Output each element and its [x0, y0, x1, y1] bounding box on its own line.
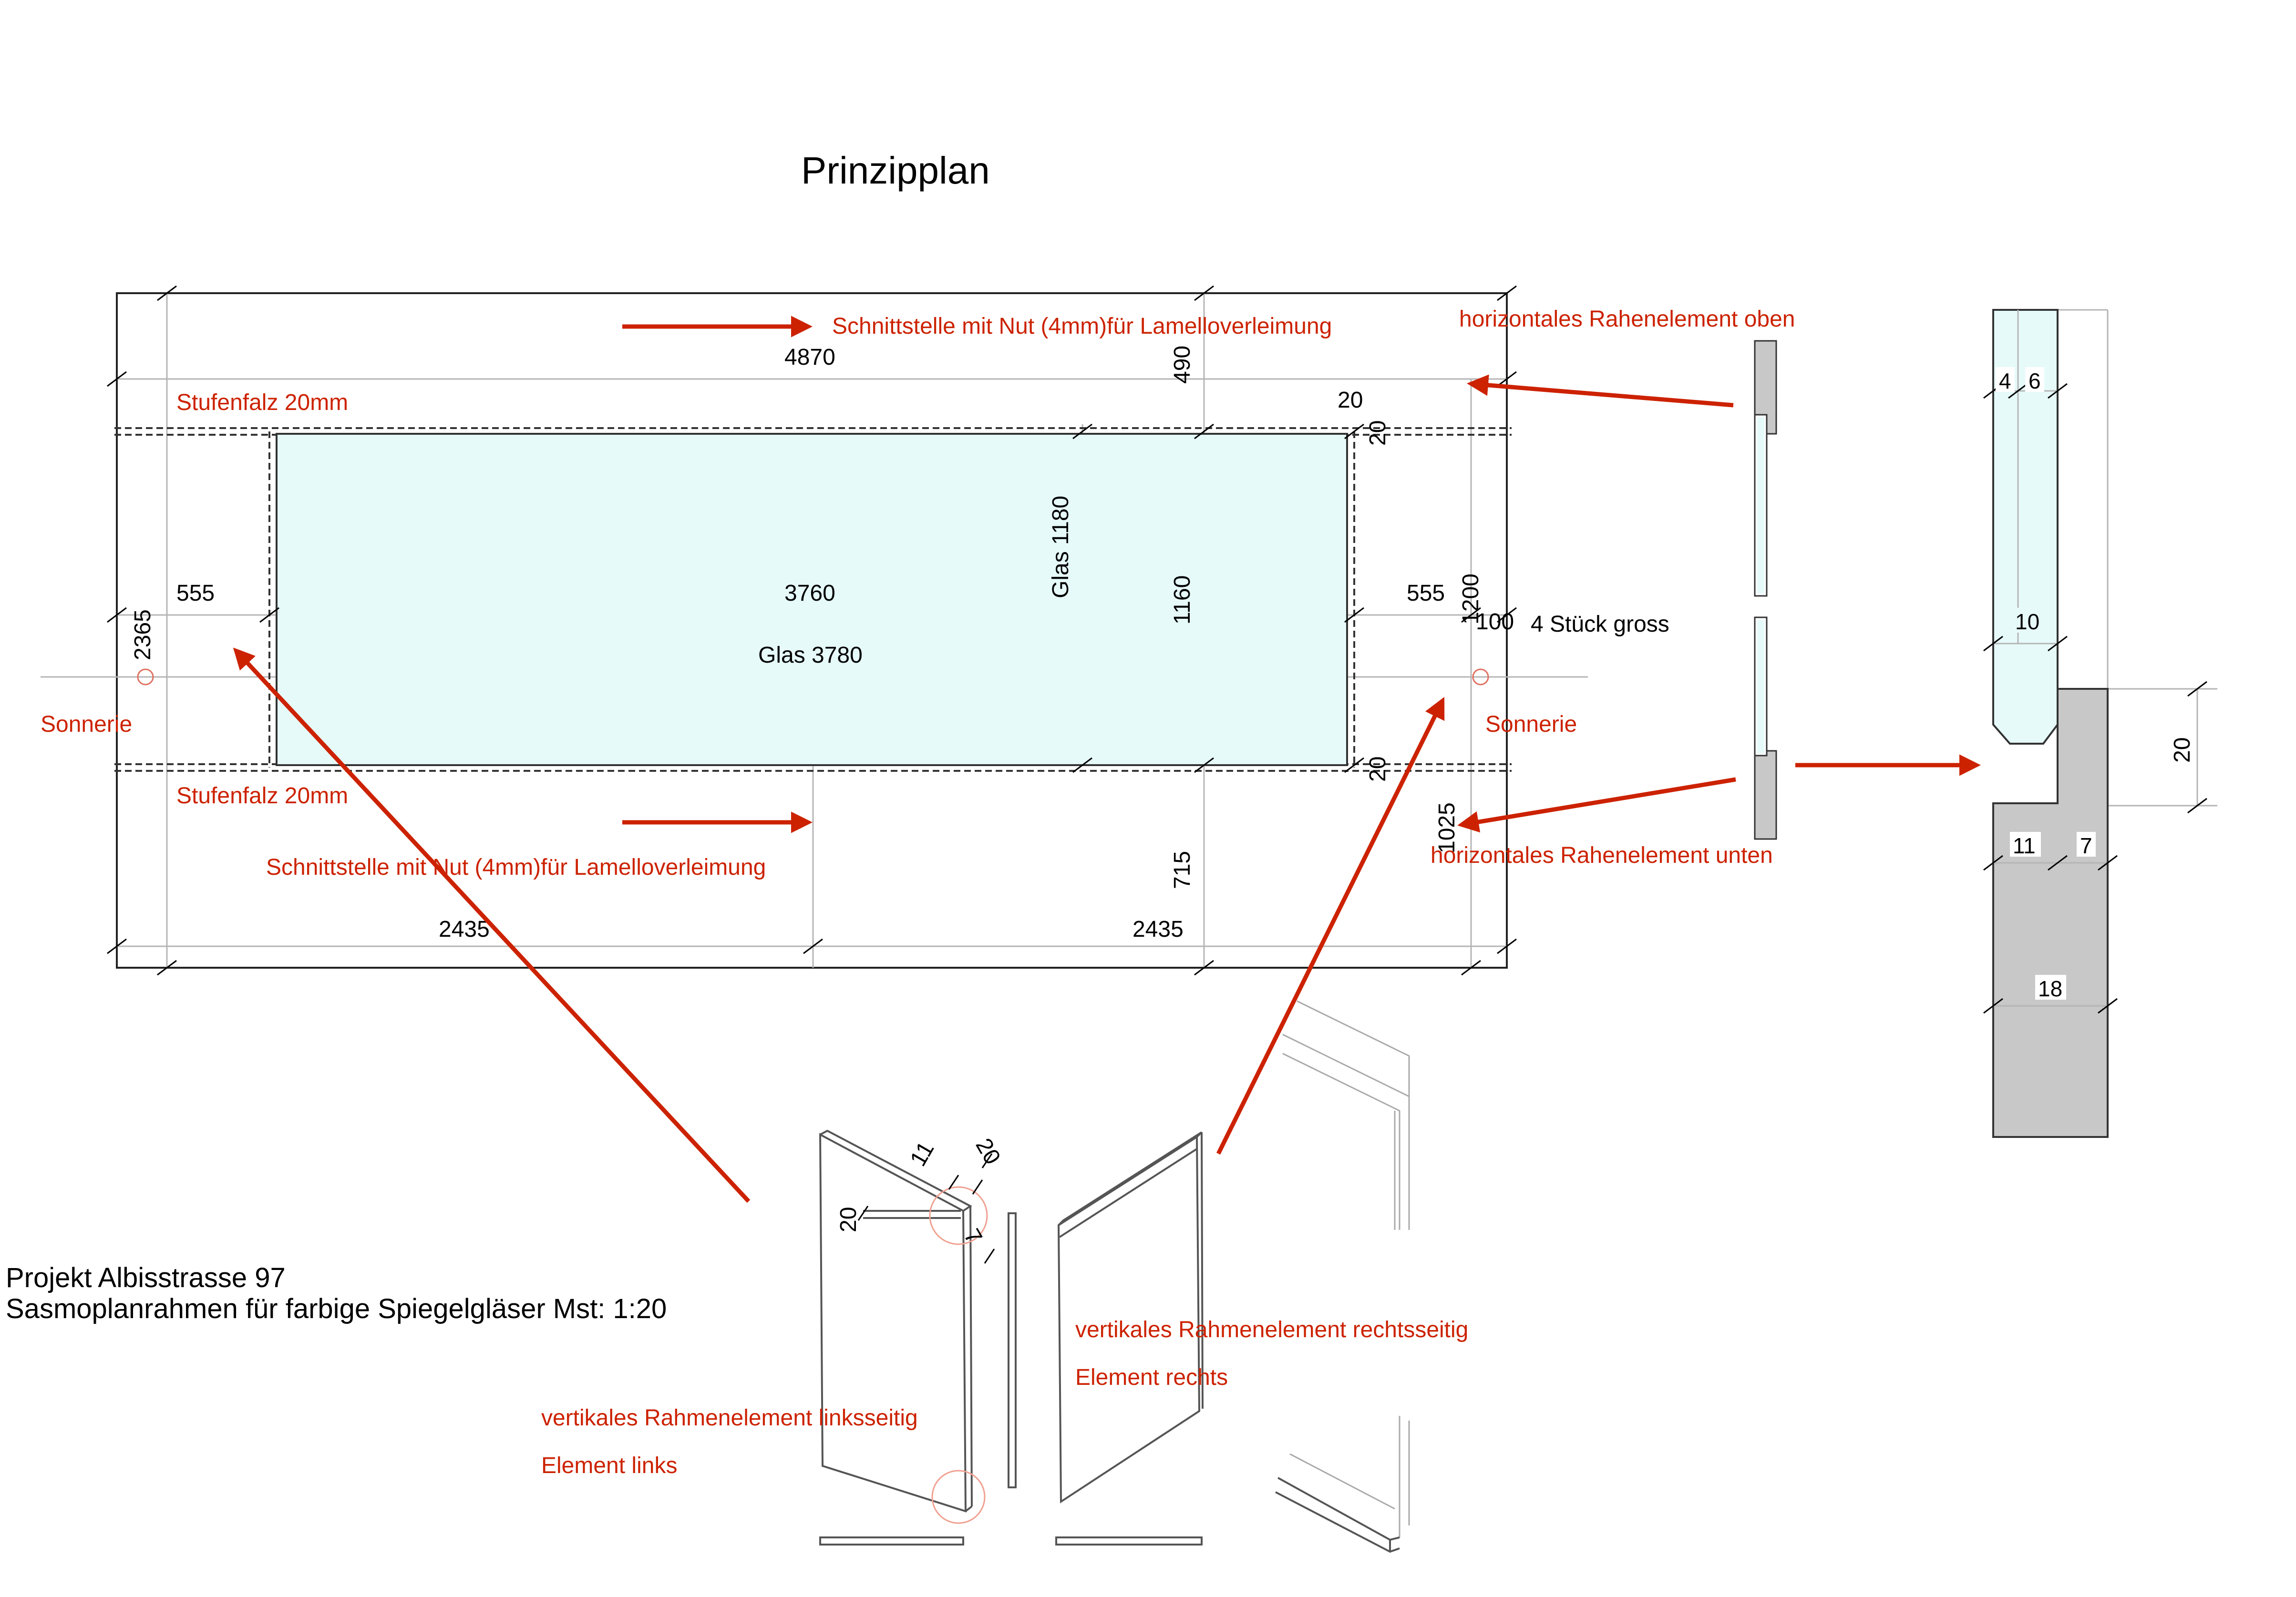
sonnerie-right-label: Sonnerie	[1485, 712, 1577, 737]
frame-elevation	[41, 285, 1588, 976]
project-name: Projekt Albisstrasse 97	[6, 1262, 286, 1293]
glass-width-label: Glas 3780	[758, 643, 863, 668]
section-dim-18: 18	[2038, 976, 2062, 1001]
sketch-dim-20-left: 20	[836, 1207, 861, 1232]
dim-1025: 1025	[1434, 802, 1460, 853]
dim-715: 715	[1170, 851, 1195, 889]
dim-2435-right: 2435	[1133, 917, 1184, 942]
section-dim-10: 10	[2015, 609, 2039, 634]
dim-20-top: 20	[1338, 388, 1363, 413]
sonnerie-right-icon	[1472, 668, 1489, 686]
rahmen-oben-label: horizontales Rahenelement oben	[1459, 307, 1795, 332]
profile-large	[1983, 309, 2217, 1138]
section-dim-11: 11	[2013, 833, 2036, 858]
dim-3760: 3760	[784, 581, 835, 606]
sketch-dim-11: 11	[906, 1137, 939, 1171]
glass-pane	[276, 433, 1348, 766]
stufenfalz-top-label: Stufenfalz 20mm	[176, 390, 348, 415]
section-dim-20: 20	[2170, 737, 2195, 763]
outer-frame	[116, 292, 1508, 969]
dim-1200: 1200	[1458, 573, 1483, 624]
element-right-label: Element rechts	[1075, 1365, 1228, 1390]
sonnerie-left-icon	[137, 668, 154, 686]
dim-20-bottom-vertical: 20	[1365, 757, 1390, 782]
sonnerie-left-label: Sonnerie	[41, 712, 132, 737]
dim-490: 490	[1170, 346, 1195, 384]
section-dim-7: 7	[2080, 833, 2092, 858]
vertical-right-label: vertikales Rahmenelement rechtsseitig	[1075, 1317, 1468, 1342]
section-dim-4: 4	[1999, 369, 2011, 393]
section-dim-6: 6	[2028, 369, 2041, 393]
dim-1160: 1160	[1170, 575, 1195, 624]
dim-555-right: 555	[1407, 581, 1445, 606]
rahmen-unten-label: horizontales Rahenelement unten	[1431, 843, 1773, 868]
glass-height-label: Glas 1180	[1048, 496, 1073, 598]
element-left-label: Element links	[541, 1453, 677, 1478]
page-title: Prinzipplan	[801, 149, 990, 192]
stueck-label: 4 Stück gross	[1531, 612, 1669, 637]
iso-sketch	[819, 1000, 1410, 1553]
stufenfalz-bottom-label: Stufenfalz 20mm	[176, 783, 348, 809]
dim-2435-left: 2435	[439, 917, 490, 942]
sketch-dim-20-top: 20	[970, 1134, 1005, 1169]
dim-2365: 2365	[130, 609, 155, 660]
dim-555-left: 555	[176, 581, 215, 606]
project-description: Sasmoplanrahmen für farbige Spiegelgläse…	[6, 1293, 667, 1324]
dim-20-top-vertical: 20	[1365, 420, 1390, 446]
vertical-left-label: vertikales Rahmenelement linksseitig	[541, 1405, 918, 1431]
profile-small	[1754, 340, 1777, 840]
dim-4870: 4870	[784, 345, 835, 370]
dim-100: 100	[1476, 609, 1514, 635]
schnittstelle-top-label: Schnittstelle mit Nut (4mm)für Lamellove…	[832, 314, 1332, 339]
schnittstelle-bottom-label: Schnittstelle mit Nut (4mm)für Lamellove…	[266, 855, 766, 880]
